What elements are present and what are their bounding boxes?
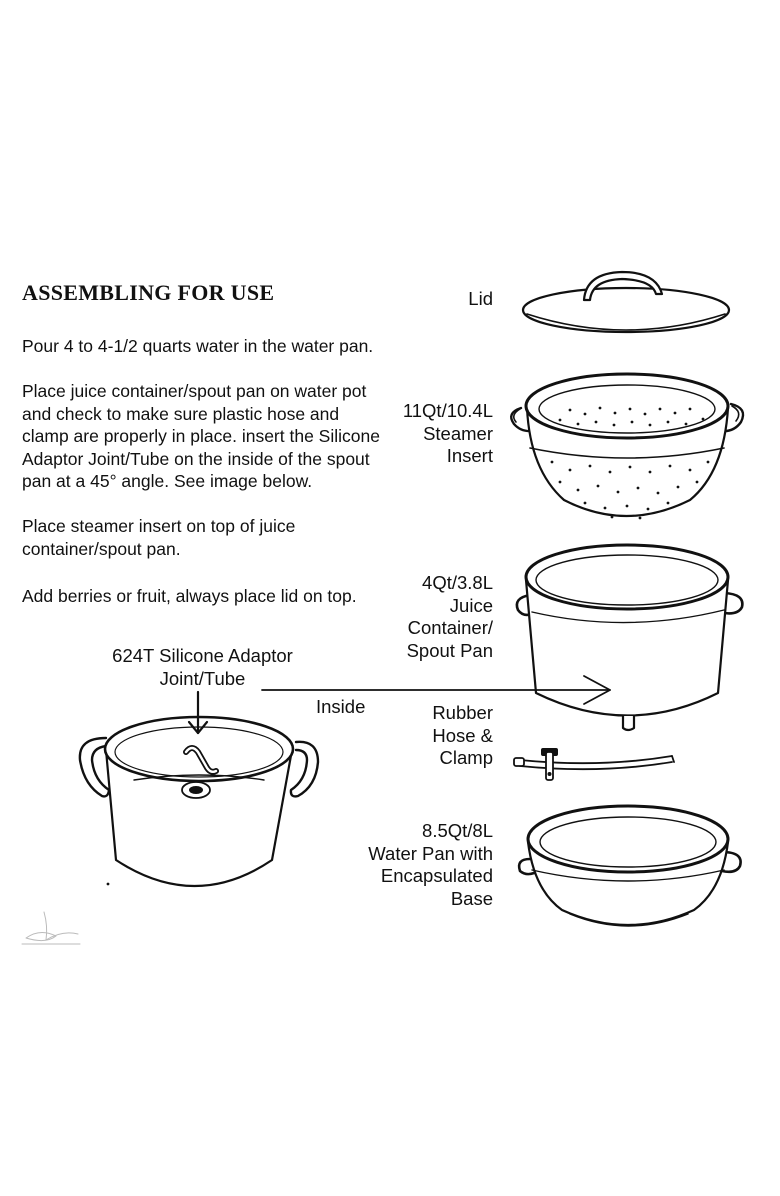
label-steamer-insert: 11Qt/10.4L Steamer Insert bbox=[402, 400, 493, 466]
adaptor-down-arrow-icon bbox=[187, 690, 209, 735]
label-inside: Inside bbox=[316, 696, 366, 717]
logo-mark-icon bbox=[21, 911, 81, 945]
page-title: ASSEMBLING FOR USE bbox=[22, 280, 275, 305]
label-adaptor-joint: 624T Silicone Adaptor Joint/Tube bbox=[112, 645, 293, 689]
instruction-step-2: Place juice container/spout pan on water… bbox=[22, 381, 380, 491]
label-juice-container: 4Qt/3.8L Juice Container/ Spout Pan bbox=[406, 572, 493, 661]
adaptor-tube-icon bbox=[183, 745, 219, 775]
instruction-step-1: Pour 4 to 4-1/2 quarts water in the wate… bbox=[22, 336, 374, 356]
juice-container-icon bbox=[515, 543, 744, 732]
hose-clamp-icon bbox=[541, 748, 558, 781]
spout-icon bbox=[621, 714, 636, 732]
label-water-pan: 8.5Qt/8L Water Pan with Encapsulated Bas… bbox=[368, 820, 493, 909]
adaptor-pot-icon bbox=[78, 715, 320, 888]
speck-icon bbox=[106, 882, 110, 886]
steamer-insert-icon bbox=[510, 372, 745, 520]
instruction-step-4: Add berries or fruit, always place lid o… bbox=[22, 586, 357, 606]
lid-icon bbox=[521, 270, 731, 334]
steamer-holes bbox=[550, 406, 710, 520]
label-rubber-hose: Rubber Hose & Clamp bbox=[432, 702, 493, 768]
inside-arrow-icon bbox=[261, 675, 611, 705]
rubber-hose-icon bbox=[513, 748, 675, 781]
instruction-step-3: Place steamer insert on top of juice con… bbox=[22, 516, 296, 559]
label-lid: Lid bbox=[468, 288, 493, 309]
water-pan-icon bbox=[517, 804, 742, 927]
